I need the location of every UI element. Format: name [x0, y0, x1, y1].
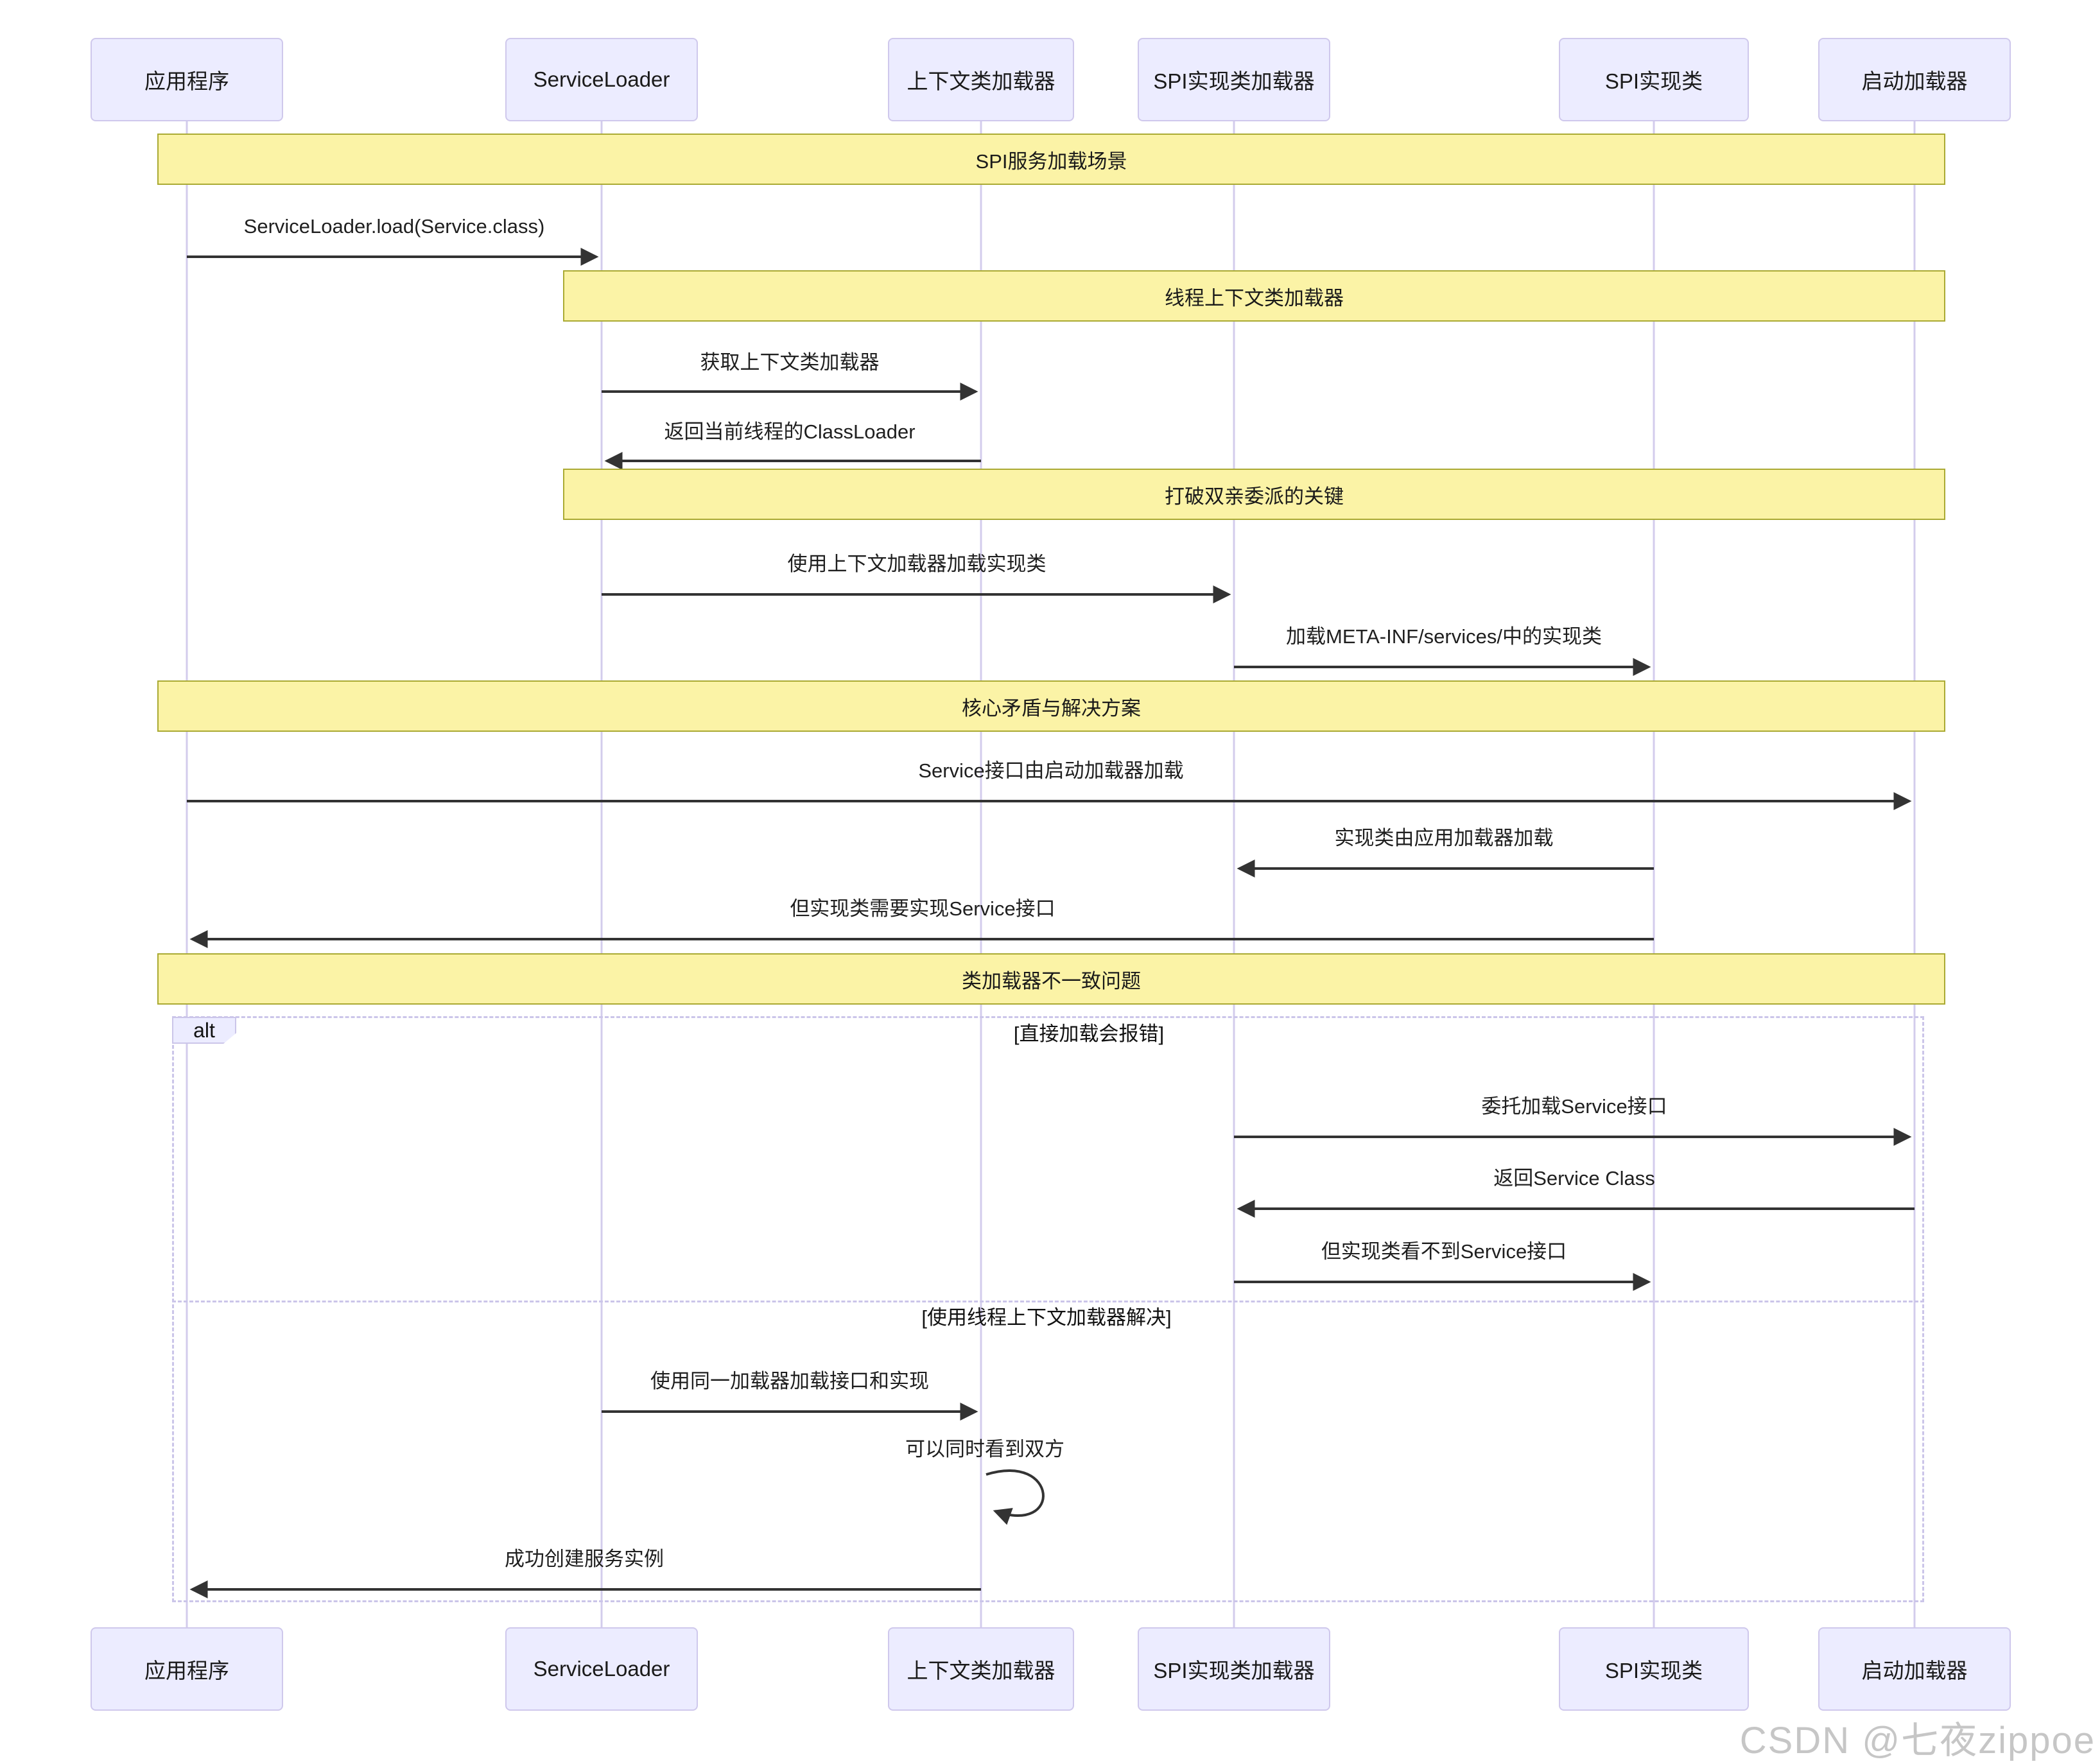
note-classloader-inconsistency: 类加载器不一致问题 — [157, 953, 1945, 1005]
actor-serviceloader-bottom: ServiceLoader — [505, 1627, 698, 1711]
note-label: 打破双亲委派的关键 — [1165, 485, 1344, 508]
alt-condition-use-context-loader: [使用线程上下文加载器解决] — [921, 1306, 1172, 1329]
actor-label: 应用程序 — [144, 1659, 229, 1682]
actor-label: 启动加载器 — [1861, 1659, 1968, 1682]
actor-label: SPI实现类 — [1604, 1659, 1703, 1682]
actor-app-bottom: 应用程序 — [91, 1627, 283, 1711]
message-label-load-meta-inf: 加载META-INF/services/中的实现类 — [1286, 625, 1602, 648]
alt-fragment-divider — [172, 1301, 1924, 1302]
message-label-delegate-load-interface: 委托加载Service接口 — [1481, 1095, 1667, 1118]
actor-label: SPI实现类加载器 — [1153, 1659, 1315, 1682]
alt-condition-direct-load-error: [直接加载会报错] — [1013, 1023, 1165, 1045]
actor-serviceloader-top: ServiceLoader — [505, 38, 698, 121]
csdn-watermark: CSDN @七夜zippoe — [1739, 1720, 2093, 1761]
actor-bootstrap-loader-bottom: 启动加载器 — [1818, 1627, 2011, 1711]
actor-label: SPI实现类 — [1604, 69, 1703, 93]
message-label-interface-by-bootstrap: Service接口由启动加载器加载 — [918, 759, 1184, 782]
actor-context-classloader-bottom: 上下文类加载器 — [888, 1627, 1074, 1711]
actor-label: ServiceLoader — [533, 67, 670, 91]
actor-context-classloader-top: 上下文类加载器 — [888, 38, 1074, 121]
actor-spi-impl-bottom: SPI实现类 — [1559, 1627, 1749, 1711]
actor-label: 启动加载器 — [1861, 69, 1968, 93]
message-label-see-both-sides: 可以同时看到双方 — [905, 1438, 1064, 1460]
note-thread-context-classloader: 线程上下文类加载器 — [563, 270, 1945, 322]
message-label-get-context-loader: 获取上下文类加载器 — [700, 351, 880, 374]
actor-label: 上下文类加载器 — [907, 1659, 1055, 1682]
note-label: 线程上下文类加载器 — [1165, 286, 1344, 309]
message-label-return-service-class: 返回Service Class — [1493, 1167, 1655, 1189]
alt-fragment-label: alt — [172, 1017, 236, 1044]
note-label: 核心矛盾与解决方案 — [962, 696, 1141, 720]
note-core-conflict-solution: 核心矛盾与解决方案 — [157, 680, 1945, 732]
alt-keyword: alt — [193, 1018, 215, 1042]
message-label-service-instance-created: 成功创建服务实例 — [505, 1548, 664, 1570]
actor-label: ServiceLoader — [533, 1657, 670, 1681]
actor-spi-impl-classloader-bottom: SPI实现类加载器 — [1138, 1627, 1330, 1711]
message-label-load-service: ServiceLoader.load(Service.class) — [243, 215, 545, 238]
message-label-impl-cannot-see-interface: 但实现类看不到Service接口 — [1321, 1240, 1567, 1263]
message-label-impl-needs-interface: 但实现类需要实现Service接口 — [790, 897, 1055, 920]
message-label-load-impl-with-context: 使用上下文加载器加载实现类 — [787, 553, 1046, 575]
note-label: SPI服务加载场景 — [975, 150, 1127, 173]
note-break-parent-delegation: 打破双亲委派的关键 — [563, 469, 1945, 520]
actor-app-top: 应用程序 — [91, 38, 283, 121]
actor-label: 上下文类加载器 — [907, 69, 1055, 93]
actor-spi-impl-top: SPI实现类 — [1559, 38, 1749, 121]
actor-label: SPI实现类加载器 — [1153, 69, 1315, 93]
message-label-return-classloader: 返回当前线程的ClassLoader — [664, 420, 916, 443]
actor-spi-impl-classloader-top: SPI实现类加载器 — [1138, 38, 1330, 121]
message-label-same-loader-both: 使用同一加载器加载接口和实现 — [650, 1370, 929, 1392]
note-spi-loading-scenario: SPI服务加载场景 — [157, 134, 1945, 185]
alt-fragment-frame — [172, 1016, 1924, 1602]
message-label-impl-by-app-loader: 实现类由应用加载器加载 — [1334, 827, 1554, 849]
note-label: 类加载器不一致问题 — [962, 969, 1141, 992]
actor-bootstrap-loader-top: 启动加载器 — [1818, 38, 2011, 121]
actor-label: 应用程序 — [144, 69, 229, 93]
